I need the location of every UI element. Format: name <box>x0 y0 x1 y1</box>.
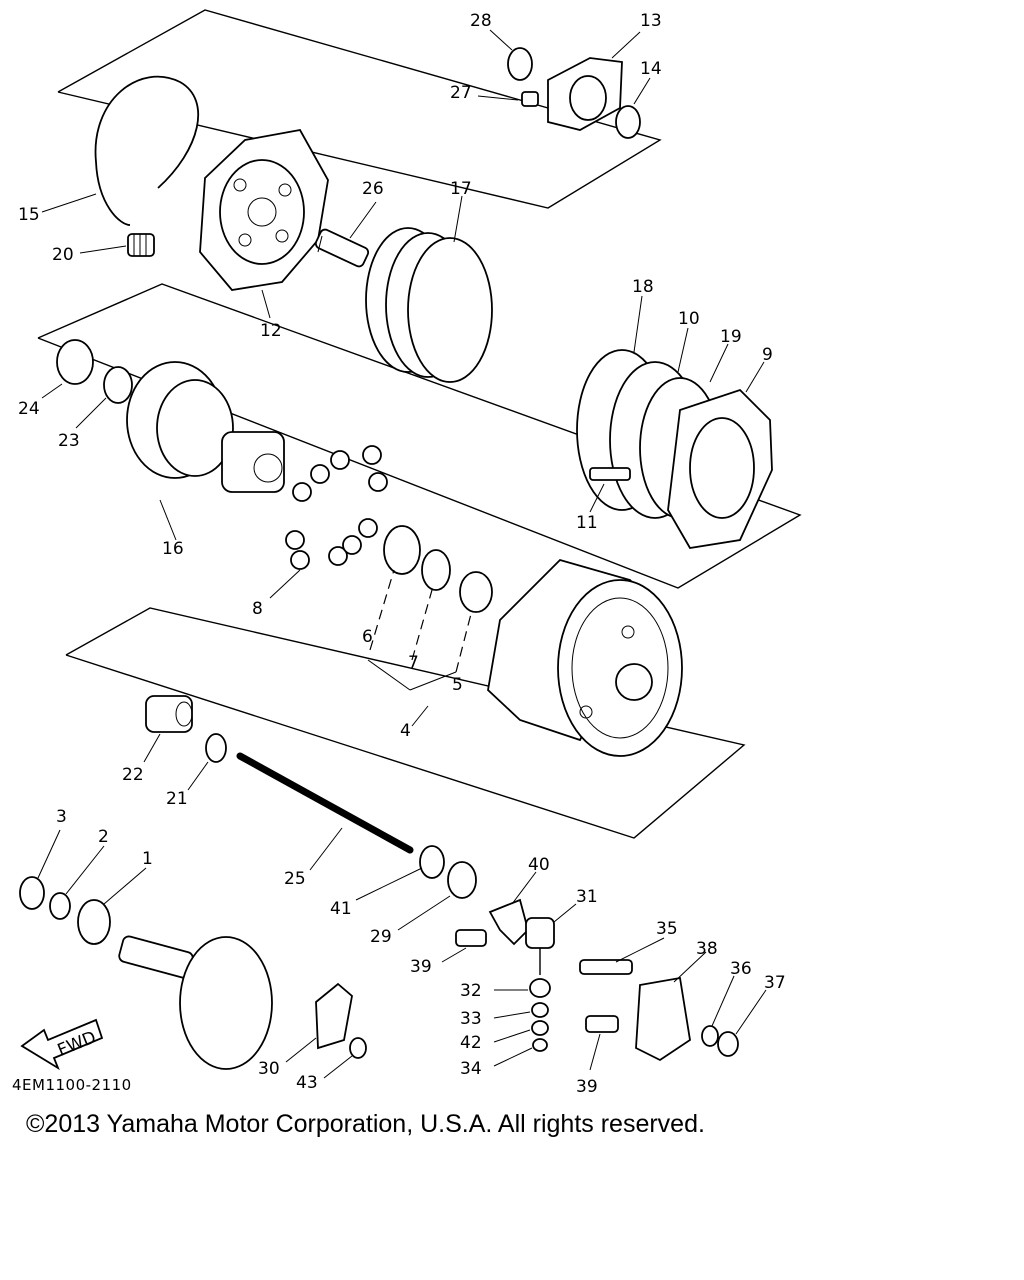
leader-lines <box>37 29 767 1079</box>
circlip-14 <box>615 105 641 139</box>
callout-5: 5 <box>452 675 463 695</box>
callout-17: 17 <box>450 179 472 199</box>
callout-34: 34 <box>460 1059 482 1079</box>
gear-1 <box>77 899 111 945</box>
nut-32 <box>529 978 551 998</box>
bearing-5 <box>459 571 493 613</box>
washer-7 <box>421 549 451 591</box>
callout-14: 14 <box>640 59 662 79</box>
callout-30: 30 <box>258 1059 280 1079</box>
lock-washer-23 <box>103 366 133 404</box>
spring-20 <box>127 233 155 257</box>
bearing-28 <box>507 47 533 81</box>
clutch-housing-4 <box>487 558 683 757</box>
bolt-11 <box>589 467 631 481</box>
nut-3 <box>19 876 45 910</box>
callout-43: 43 <box>296 1073 318 1093</box>
callout-38: 38 <box>696 939 718 959</box>
bolt-39-upper <box>455 929 487 947</box>
callout-4: 4 <box>400 721 411 741</box>
callout-8: 8 <box>252 599 263 619</box>
diagram-code: 4EM1100-2110 <box>12 1076 132 1094</box>
callout-35: 35 <box>656 919 678 939</box>
callout-12: 12 <box>260 321 282 341</box>
callout-40: 40 <box>528 855 550 875</box>
callout-39-lower: 39 <box>576 1077 598 1097</box>
callout-26: 26 <box>362 179 384 199</box>
primary-drive-disc <box>118 935 273 1070</box>
callout-36: 36 <box>730 959 752 979</box>
callout-7: 7 <box>408 653 419 673</box>
callout-25: 25 <box>284 869 306 889</box>
washer-41 <box>419 845 445 879</box>
bracket-38 <box>635 976 691 1062</box>
callout-28: 28 <box>470 11 492 31</box>
lever-40 <box>488 898 530 946</box>
callout-19: 19 <box>720 327 742 347</box>
callout-21: 21 <box>166 789 188 809</box>
bearing-29 <box>447 861 477 899</box>
callout-31: 31 <box>576 887 598 907</box>
callout-numbers: 28 13 14 27 15 20 26 17 12 18 10 19 9 11… <box>18 11 786 1097</box>
washer-24 <box>56 339 94 385</box>
callout-33: 33 <box>460 1009 482 1029</box>
adjuster-31 <box>525 917 555 975</box>
group-frames <box>37 9 802 839</box>
fwd-label: FWD <box>55 1027 99 1060</box>
clutch-boss-stack <box>576 349 773 549</box>
washer-21 <box>205 733 227 763</box>
circlip-43 <box>349 1037 367 1059</box>
callout-24: 24 <box>18 399 40 419</box>
one-way-clutch-16 <box>126 361 285 493</box>
callout-37: 37 <box>764 973 786 993</box>
washer-36 <box>701 1025 719 1047</box>
callout-23: 23 <box>58 431 80 451</box>
callout-15: 15 <box>18 205 40 225</box>
circlip-6 <box>383 525 421 575</box>
friction-plates-17 <box>365 227 493 383</box>
bolt-39-lower <box>585 1015 619 1033</box>
cam-30 <box>315 982 353 1050</box>
clip-34 <box>532 1038 548 1052</box>
callout-29: 29 <box>370 927 392 947</box>
callout-11: 11 <box>576 513 598 533</box>
copyright-notice: ©2013 Yamaha Motor Corporation, U.S.A. A… <box>26 1110 705 1138</box>
callout-16: 16 <box>162 539 184 559</box>
callout-20: 20 <box>52 245 74 265</box>
fwd-arrow-icon: FWD <box>20 1018 104 1071</box>
circlip-15 <box>94 75 200 226</box>
collar-22 <box>145 695 193 733</box>
screw-27 <box>521 91 539 107</box>
callout-2: 2 <box>98 827 109 847</box>
callout-1: 1 <box>142 849 153 869</box>
nut-37 <box>717 1031 739 1057</box>
bolt-35 <box>579 959 633 975</box>
push-rod-26 <box>314 228 370 268</box>
callout-18: 18 <box>632 277 654 297</box>
washer-42 <box>531 1020 549 1036</box>
washer-2 <box>49 892 71 920</box>
bearing-housing-13 <box>547 57 623 131</box>
callout-22: 22 <box>122 765 144 785</box>
callout-13: 13 <box>640 11 662 31</box>
callout-41: 41 <box>330 899 352 919</box>
callout-42: 42 <box>460 1033 482 1053</box>
washer-33 <box>531 1002 549 1018</box>
pressure-plate-12 <box>199 128 329 291</box>
callout-39-upper: 39 <box>410 957 432 977</box>
callout-10: 10 <box>678 309 700 329</box>
balls-8 <box>285 445 388 570</box>
callout-3: 3 <box>56 807 67 827</box>
clutch-exploded-diagram: FWD <box>18 9 802 1097</box>
callout-27: 27 <box>450 83 472 103</box>
callout-6: 6 <box>362 627 373 647</box>
callout-32: 32 <box>460 981 482 1001</box>
callout-9: 9 <box>762 345 773 365</box>
push-rod-25 <box>236 752 414 854</box>
